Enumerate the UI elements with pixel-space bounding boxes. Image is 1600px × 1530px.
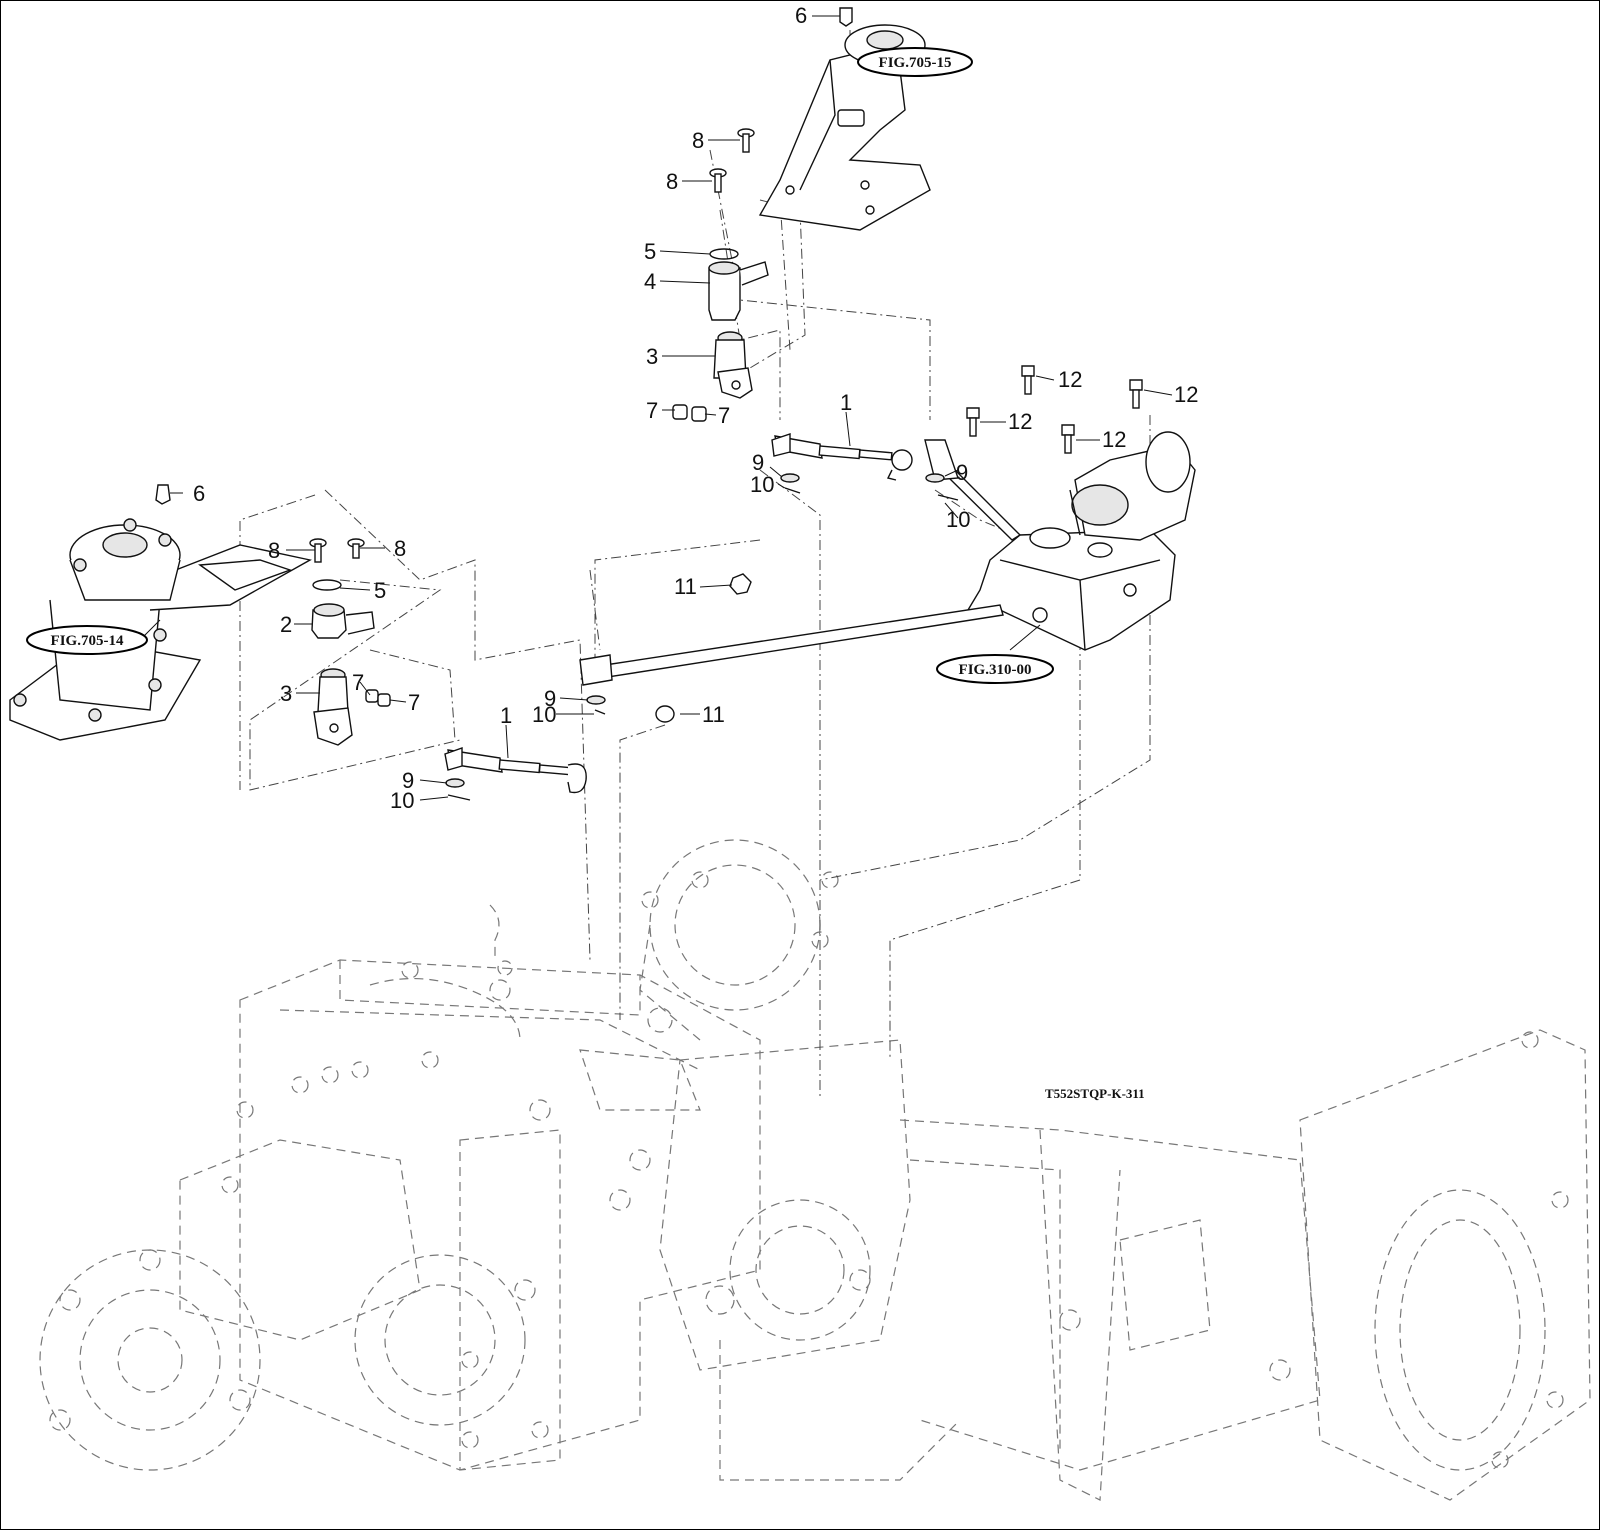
callout-10-lower: 10 (390, 788, 414, 813)
bolt-12a (1021, 365, 1035, 395)
callout-10-right: 10 (946, 507, 970, 532)
drawing-code: T552STQP-K-311 (1045, 1086, 1145, 1101)
nut-11b (655, 705, 675, 723)
callout-9-right: 9 (956, 460, 968, 485)
figure-ref-right-label: FIG.310-00 (959, 662, 1032, 678)
bolt-12c (966, 407, 980, 437)
figure-ref-left[interactable]: FIG.705-14 (26, 625, 148, 655)
upper-linkage-rod (771, 433, 959, 501)
callout-6-top: 6 (795, 3, 807, 28)
callout-12-d: 12 (1102, 427, 1126, 452)
bolt-12b (1129, 379, 1143, 409)
mounting-bolts-12 (966, 365, 1143, 454)
callout-5-top: 5 (644, 239, 656, 264)
callout-1-top: 1 (840, 390, 852, 415)
callout-11-lower: 11 (702, 702, 725, 727)
figure-ref-right[interactable]: FIG.310-00 (936, 654, 1054, 684)
callout-12-b: 12 (1174, 382, 1198, 407)
pin-8a (737, 128, 755, 153)
pin-8b (709, 168, 727, 193)
upper-parts-stack (672, 7, 853, 422)
figure-ref-top[interactable]: FIG.705-15 (857, 47, 973, 77)
lower-parts-stack (155, 484, 752, 746)
callout-9-lower: 9 (402, 768, 414, 793)
transmission-housing-ghost (39, 839, 1591, 1501)
callout-7-top-a: 7 (646, 398, 658, 423)
pin-8c (309, 538, 327, 563)
left-support-bracket (9, 518, 312, 741)
pin-8d (347, 538, 365, 559)
figure-ref-left-label: FIG.705-14 (51, 633, 124, 649)
callout-8-left-b: 8 (394, 536, 406, 561)
upper-support-bracket (758, 24, 931, 231)
callout-10-mid: 10 (532, 702, 556, 727)
lever-arm-2 (311, 603, 375, 639)
shaft-3b (313, 668, 353, 746)
callout-4: 4 (644, 269, 656, 294)
callout-5-left: 5 (374, 578, 386, 603)
callout-numbers: 6 8 8 5 4 3 7 7 1 9 10 9 10 11 12 12 12 … (193, 3, 1198, 813)
callout-8-top-a: 8 (692, 128, 704, 153)
bolt-7d (377, 693, 391, 707)
callout-2: 2 (280, 612, 292, 637)
figure-ref-top-label: FIG.705-15 (879, 55, 952, 71)
shaft-3a (713, 331, 753, 399)
leader-lines (139, 15, 1173, 801)
callout-11-upper: 11 (674, 574, 697, 599)
callout-7-top-b: 7 (718, 403, 730, 428)
bolt-12d (1061, 424, 1075, 454)
callout-7-left-a: 7 (352, 670, 364, 695)
callout-9-top: 9 (752, 450, 764, 475)
callout-12-c: 12 (1008, 409, 1032, 434)
callout-3-left: 3 (280, 681, 292, 706)
control-actuator-module (579, 431, 1196, 686)
callout-3-top: 3 (646, 344, 658, 369)
callout-9-mid: 9 (544, 686, 556, 711)
callout-12-a: 12 (1058, 367, 1082, 392)
lower-linkage-rod (444, 747, 587, 801)
callout-8-top-b: 8 (666, 169, 678, 194)
bolt-7b (691, 406, 707, 422)
nut-11a (729, 573, 752, 595)
callout-1-lower: 1 (500, 703, 512, 728)
callout-8-left-a: 8 (268, 538, 280, 563)
lever-arm-4 (708, 261, 769, 321)
callout-10-top: 10 (750, 472, 774, 497)
callout-6-left: 6 (193, 481, 205, 506)
callout-7-left-b: 7 (408, 690, 420, 715)
bolt-7a (672, 404, 688, 420)
